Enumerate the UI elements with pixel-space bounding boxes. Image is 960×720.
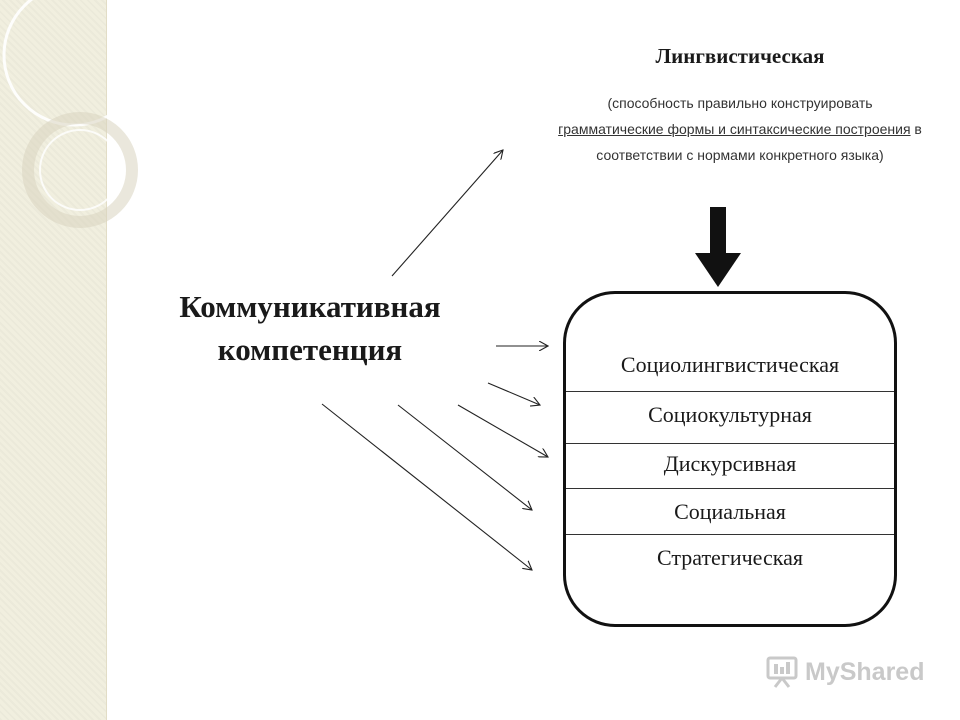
arrow-to-box-4: [397, 404, 532, 510]
linguistic-desc-underlined: грамматические формы и синтаксические по…: [558, 121, 911, 137]
competence-components-box: Социолингвистическая Социокультурная Дис…: [563, 291, 897, 627]
deco-ring-medium: [22, 112, 138, 228]
communicative-competence-title: Коммуникативная компетенция: [150, 285, 470, 371]
linguistic-description: (способность правильно конструировать гр…: [555, 90, 925, 168]
box-divider: [566, 534, 894, 535]
main-title-line2: компетенция: [217, 332, 403, 367]
arrow-to-box-2: [487, 382, 540, 405]
box-divider: [566, 488, 894, 489]
linguistic-desc-part3: в соответствии с нормами конкретного язы…: [596, 121, 922, 163]
main-title-line1: Коммуникативная: [179, 289, 441, 324]
component-sociolinguistic: Социолингвистическая: [620, 352, 840, 377]
arrow-to-linguistic: [391, 150, 503, 277]
component-social: Социальная: [674, 499, 786, 524]
down-arrow-head: [695, 253, 741, 287]
linguistic-title: Лингвистическая: [655, 44, 825, 68]
box-divider: [566, 443, 894, 444]
deco-ring-small: [39, 129, 121, 211]
watermark: MyShared: [765, 656, 924, 688]
down-arrow-shaft: [710, 207, 726, 255]
presentation-icon: [766, 656, 798, 688]
down-arrow: [695, 207, 741, 289]
decorative-rings: [2, 0, 146, 228]
deco-ring-large: [2, 0, 146, 127]
component-discursive: Дискурсивная: [663, 451, 797, 476]
arrow-to-box-3: [457, 404, 548, 457]
watermark-text: MyShared: [805, 657, 925, 686]
linguistic-desc-part1: (способность правильно конструировать: [607, 95, 873, 111]
box-divider: [566, 391, 894, 392]
arrow-to-box-5: [321, 403, 532, 570]
component-sociocultural: Социокультурная: [648, 402, 812, 427]
component-strategic: Стратегическая: [656, 545, 804, 570]
